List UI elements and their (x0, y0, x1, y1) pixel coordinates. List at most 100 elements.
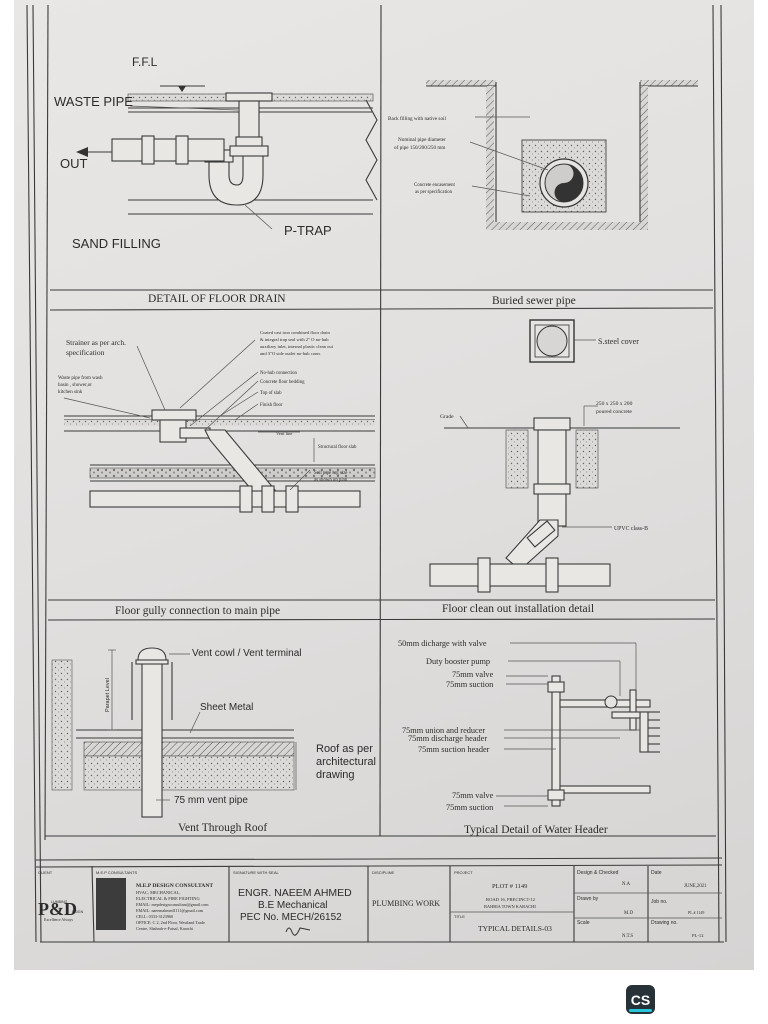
project-header: PROJECT (454, 870, 473, 875)
cast-iron-label-1: Coated cast iron combined floor drain (260, 330, 330, 335)
p-trap-label: P-TRAP (284, 223, 332, 238)
suction-bottom-label: 75mm suction (446, 803, 494, 812)
title-header: TITLE (454, 914, 465, 919)
consultant-name: M.E.P DESIGN CONSULTANT (136, 883, 213, 889)
discharge-header-label: 75mm discharge header (408, 734, 487, 743)
scale-value: N.T.S (622, 934, 633, 939)
client-header: CLIENT (38, 870, 53, 875)
discharge-valve-label: 50mm dicharge with valve (398, 639, 487, 648)
cast-iron-label-3: auxiliary inlet, internal plastic clean … (260, 344, 334, 350)
waste-pipe-label: WASTE PIPE (54, 94, 133, 109)
logo-letters: P&D (38, 899, 77, 919)
consultant-line-5: CELL: 0333-3123960 (136, 914, 173, 919)
consultant-line-6: OFFICE: C 2, 2nd Floor, Westland Trade (136, 920, 205, 926)
valve-bottom-label: 75mm valve (452, 791, 494, 800)
consultant-logo-mark (96, 878, 126, 930)
waste-from-label-1: Waste pipe from wash (58, 376, 103, 381)
steel-cover-label: S.steel cover (598, 337, 639, 346)
drawn-header: Drawn by (577, 896, 599, 902)
engineer-name: ENGR. NAEEM AHMED (238, 887, 352, 899)
sheet-metal-label: Sheet Metal (200, 702, 253, 713)
finish-floor-label: Finish floor (260, 403, 283, 408)
job-value: PL # 1149 (688, 910, 704, 915)
drawn-value: M.D (624, 911, 633, 916)
floor-drain-caption: DETAIL OF FLOOR DRAIN (148, 293, 286, 305)
plot-number: PLOT # 1149 (492, 883, 527, 890)
roof-label-3: drawing (316, 769, 355, 781)
concrete-block-label-2: poured concrete (596, 409, 632, 415)
consultant-header: M.E.P CONSULTANTS (96, 870, 137, 875)
job-header: Job no. (651, 899, 667, 905)
concrete-label-1: Concrete encasement (414, 183, 456, 188)
consultant-line-4: EMAIL: naeemahmed1111@gmail.com (136, 908, 204, 913)
drawing-no-value: PL-12 (692, 933, 704, 938)
engineer-signature (285, 927, 311, 936)
strainer-label-1: Strainer as per arch. (66, 338, 126, 347)
top-slab-label: Top of slab (260, 391, 282, 396)
cast-iron-label-2: & integral trap seal with 2" O no-hub (260, 337, 329, 342)
soil-pipe-label-2: as shown on plan (314, 478, 348, 483)
date-header: Date (651, 870, 662, 876)
design-header: Design & Checked (577, 870, 619, 876)
back-filling-label: Back filling with native soil (388, 115, 446, 122)
vent-pipe-label: 75 mm vent pipe (174, 795, 248, 806)
signature-header: SIGNATURE WITH SEAL (233, 870, 279, 875)
suction-top-label: 75mm suction (446, 680, 494, 689)
date-value: JUNE,2021 (684, 884, 707, 889)
nominal-label-1: Nominal pipe diameter (398, 137, 446, 143)
camscanner-badge: CS (626, 985, 655, 1014)
consultant-line-7: Centre, Shahrah-e-Faisal, Karachi (136, 926, 194, 932)
vent-line-label: Vent line (276, 431, 292, 436)
floor-gully-panel: Strainer as per arch. specification Wast… (58, 330, 376, 617)
vent-roof-panel: Vent cowl / Vent terminal Parapet Level … (51, 647, 376, 834)
upvc-label: UPVC class-B (614, 526, 648, 532)
water-header-caption: Typical Detail of Water Header (464, 824, 608, 836)
booster-pump-label: Duty booster pump (426, 657, 490, 666)
concrete-label-2: as per specification (415, 190, 453, 195)
waste-from-label-3: kitchen sink (58, 390, 83, 395)
clean-out-panel: S.steel cover 250 x 250 x 200 poured con… (429, 319, 680, 615)
consultant-line-1: HVAC, MECHANICAL, (136, 890, 180, 896)
camscanner-badge-label: CS (630, 991, 651, 1008)
floor-drain-panel: F.F.L WASTE PIPE OUT SAND FILLING P-TRAP… (54, 55, 378, 305)
scanned-drawing-photo (14, 0, 754, 970)
discipline-header: DISCIPLINE (372, 870, 395, 875)
roof-label-2: architectural (316, 756, 376, 768)
cast-iron-label-4: and 3"O side outlet no-hub conn. (260, 351, 321, 356)
logo-word-1: LUMBING (51, 900, 68, 904)
strainer-label-2: specification (66, 348, 105, 357)
no-hub-label: No-hub connection (260, 371, 298, 376)
soil-pipe-label-1: Soil pipe hrg size (314, 471, 347, 476)
union-reducer-label: 75mm union and reducer (402, 726, 485, 735)
sand-filling-label: SAND FILLING (72, 236, 161, 251)
road-line-2: BAHRIA TOWN KARACHI (484, 904, 536, 909)
design-value: N.A (622, 882, 631, 887)
discipline-value: PLUMBING WORK (372, 899, 440, 908)
roof-label-1: Roof as per (316, 743, 373, 755)
engineer-degree: B.E Mechanical (258, 900, 327, 911)
vent-cowl-label: Vent cowl / Vent terminal (192, 648, 302, 659)
structural-slab-label: Structural floor slab (318, 445, 357, 450)
drawing-title: TYPICAL DETAILS-03 (478, 924, 552, 933)
vent-roof-caption: Vent Through Roof (178, 822, 267, 834)
sheet-border (26, 4, 727, 943)
consultant-line-3: EMAIL: mepdesignconsultant@gmail.com (136, 902, 209, 907)
grade-label: Grade (440, 414, 454, 420)
scale-header: Scale (577, 920, 590, 926)
parapet-label: Parapet Level (105, 678, 111, 712)
bedding-label: Concrete floor bedding (260, 380, 305, 385)
suction-header-label: 75mm suction header (418, 745, 490, 754)
logo-word-2: ESIGN (72, 910, 84, 914)
buried-sewer-panel: Back filling with native soil Nominal pi… (388, 80, 698, 307)
consultant-line-2: ELECTRICAL & FIRE FIGHTING (136, 896, 200, 901)
floor-gully-caption: Floor gully connection to main pipe (115, 605, 280, 617)
nominal-label-2: of pipe 150/200/250 mm (394, 144, 445, 151)
ffl-label: F.F.L (132, 55, 158, 69)
title-block: CLIENT P&D LUMBING ESIGN Excellence Alwa… (38, 865, 722, 943)
buried-sewer-caption: Buried sewer pipe (492, 295, 576, 307)
valve-top-label: 75mm valve (452, 670, 494, 679)
logo-tagline: Excellence Always (44, 918, 74, 922)
clean-out-caption: Floor clean out installation detail (442, 603, 594, 615)
concrete-block-label-1: 250 x 250 x 200 (596, 401, 633, 407)
